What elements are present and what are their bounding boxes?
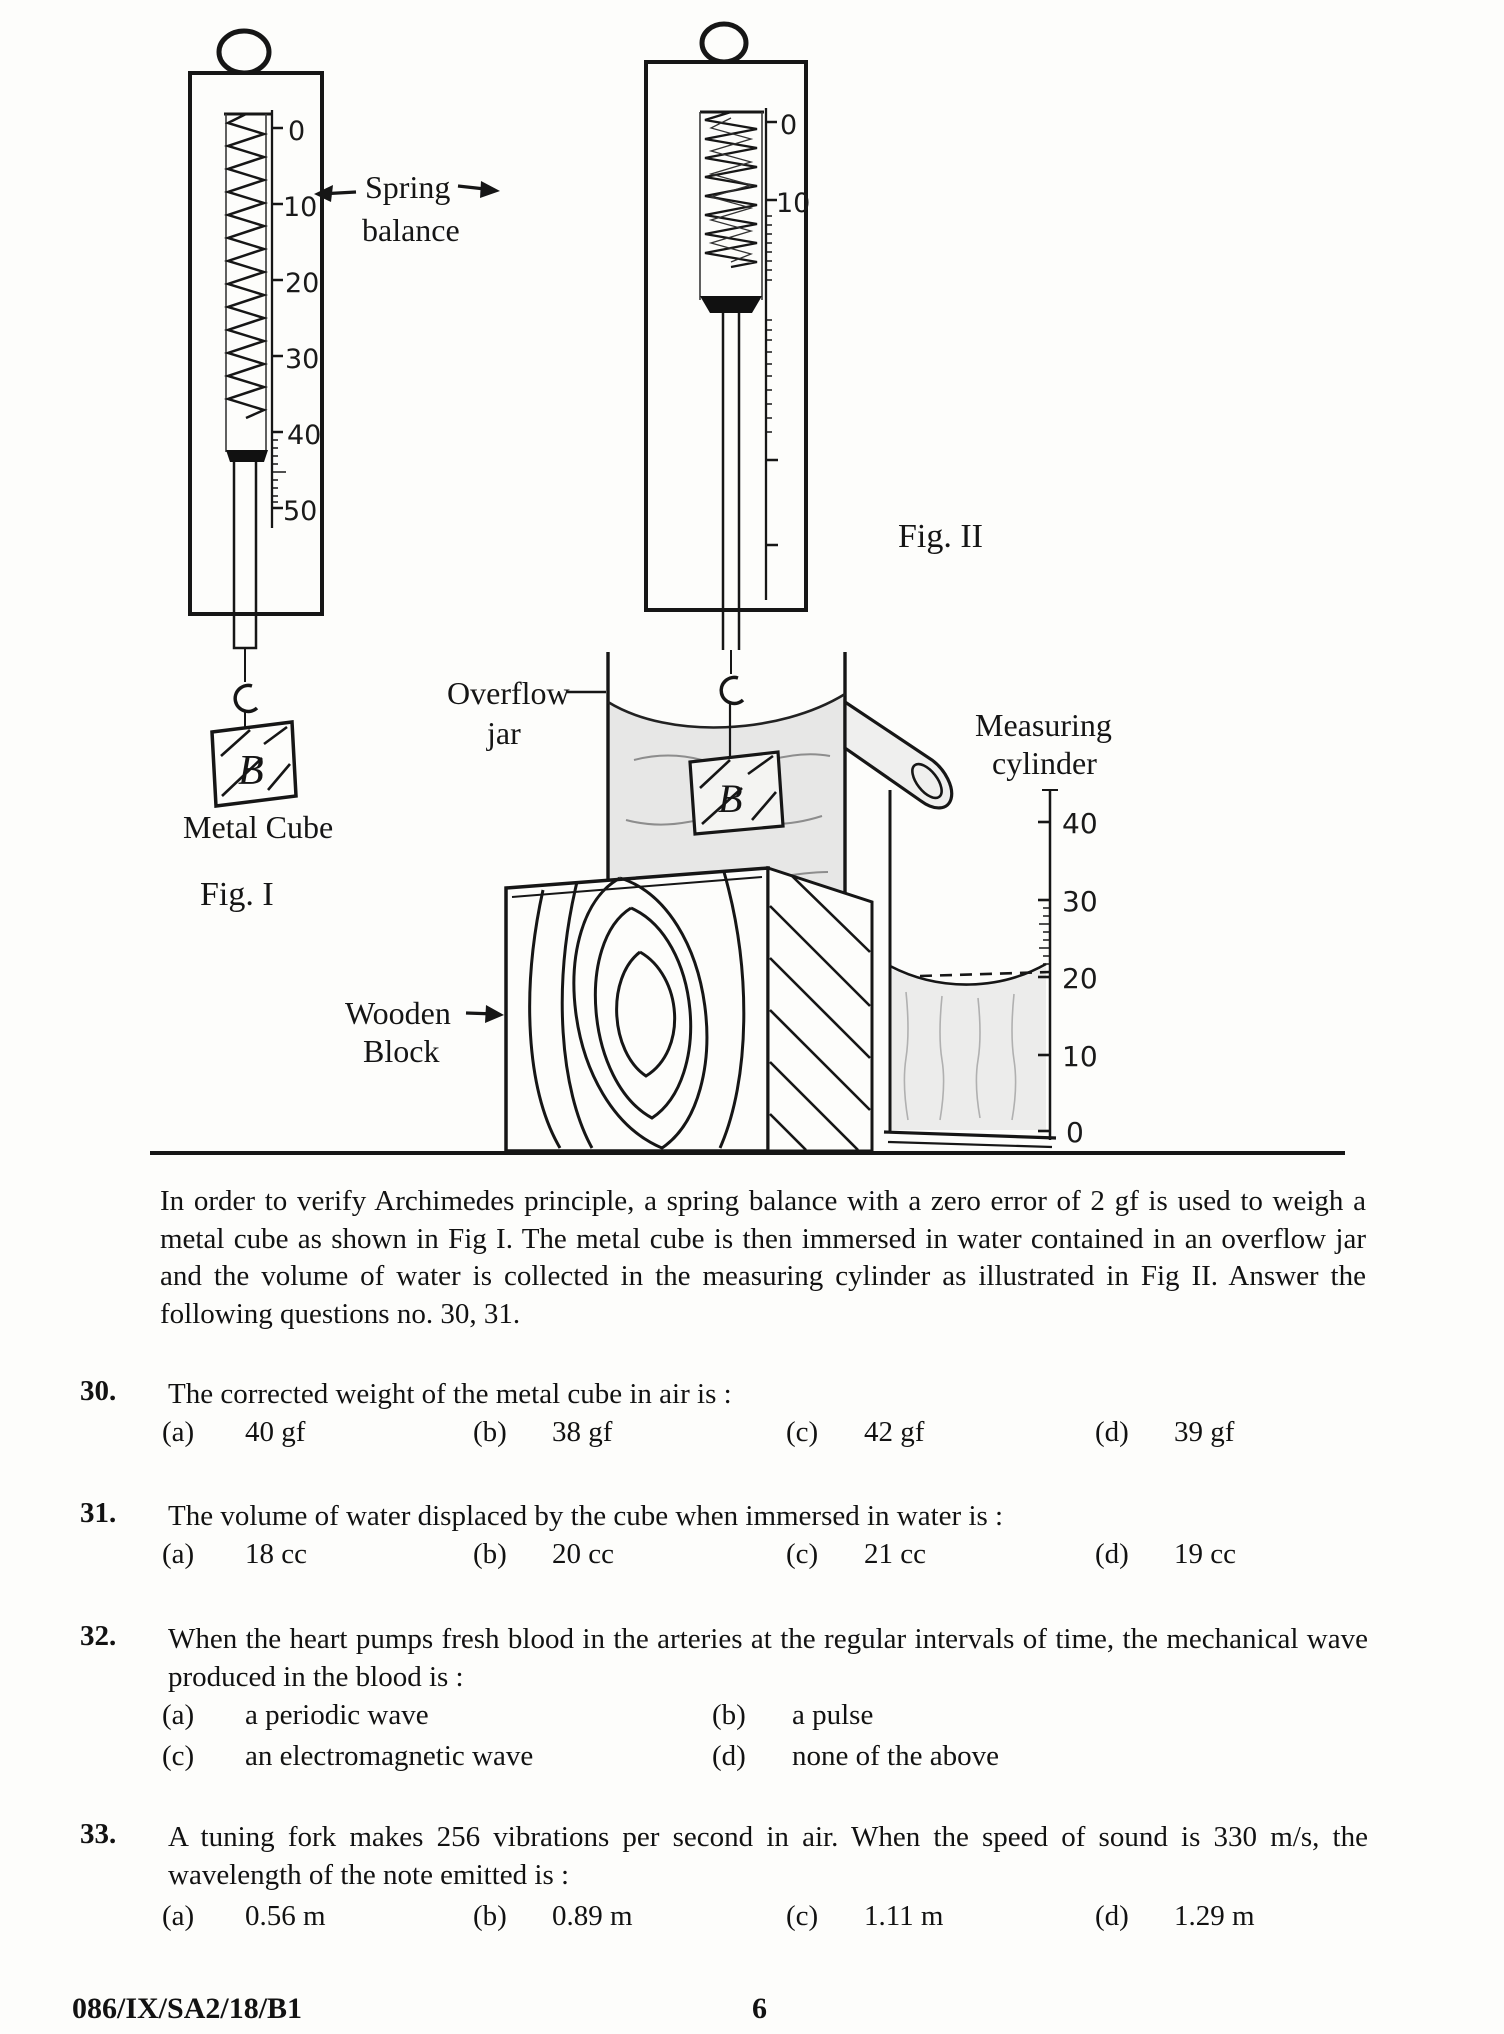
options-row: (a) 40 gf (b) 38 gf (c) 42 gf (d) 39 gf	[0, 1416, 1504, 1456]
option-c-label: (c)	[786, 1900, 819, 1932]
option-a-label: (a)	[162, 1538, 195, 1570]
question-text: The volume of water displaced by the cub…	[168, 1500, 1004, 1532]
balance2-scale-0: 0	[780, 110, 797, 141]
cylinder-scale-40: 40	[1062, 807, 1098, 840]
cylinder-water	[890, 966, 1046, 1130]
metal-cube-fig1: B	[210, 720, 298, 808]
option-b-label: (b)	[473, 1416, 507, 1448]
options-row: (a) a periodic wave (b) a pulse	[0, 1699, 1504, 1739]
hanger-ring-icon	[699, 21, 749, 65]
intro-paragraph: In order to verify Archimedes principle,…	[160, 1185, 1366, 1330]
question-text: The corrected weight of the metal cube i…	[168, 1378, 732, 1410]
question-number: 30.	[80, 1375, 117, 1407]
option-b-label: (b)	[712, 1699, 746, 1731]
option-c-label: (c)	[786, 1538, 819, 1570]
question-text: A tuning fork makes 256 vibrations per s…	[168, 1821, 1368, 1891]
question-number: 33.	[80, 1818, 117, 1850]
option-c-value: 21 cc	[864, 1538, 926, 1570]
spring-balance-label-line1: Spring	[365, 169, 450, 205]
balance1-scale-10: 10	[283, 192, 317, 223]
measuring-label-line1: Measuring	[975, 707, 1112, 743]
water-level-dashed-line	[919, 970, 1051, 978]
arrow-right-icon	[485, 1005, 504, 1023]
option-d-label: (d)	[1095, 1538, 1129, 1570]
option-a-value: 0.56 m	[245, 1900, 326, 1932]
overflow-label-line2: jar	[486, 715, 521, 751]
cylinder-scale-20: 20	[1062, 962, 1098, 995]
metal-cube-label: Metal Cube	[183, 809, 333, 845]
balance2-scale-10: 10	[776, 188, 810, 219]
option-a-label: (a)	[162, 1900, 195, 1932]
option-a-value: 40 gf	[245, 1416, 306, 1448]
option-d-value: 39 gf	[1174, 1416, 1235, 1448]
cube-letter-b: B	[238, 748, 264, 794]
balance1-scale-30: 30	[285, 344, 319, 375]
option-d-value: 1.29 m	[1174, 1900, 1255, 1932]
spring-balance-2: 0 10 Fig. II	[644, 21, 983, 674]
option-b-label: (b)	[473, 1900, 507, 1932]
option-d-value: none of the above	[792, 1740, 999, 1772]
option-b-value: 20 cc	[552, 1538, 614, 1570]
paper-code: 086/IX/SA2/18/B1	[72, 1992, 303, 2025]
right-arrow-icon	[480, 181, 500, 198]
metal-cube-fig2: B	[688, 750, 785, 836]
left-arrow-icon	[314, 185, 333, 202]
balance1-scale-0: 0	[288, 116, 305, 147]
balance1-scale-50: 50	[283, 496, 317, 527]
option-d-label: (d)	[1095, 1416, 1129, 1448]
option-a-value: 18 cc	[245, 1538, 307, 1570]
question-text: When the heart pumps fresh blood in the …	[168, 1623, 1368, 1693]
option-d-value: 19 cc	[1174, 1538, 1236, 1570]
hanger-ring-icon	[216, 28, 272, 76]
option-b-value: 0.89 m	[552, 1900, 633, 1932]
wooden-block: Wooden Block	[345, 865, 874, 1153]
wooden-label-line2: Block	[363, 1033, 439, 1069]
spring-balance-1: 0 10 20 30 40 50 B Metal Cube Fig. I	[183, 28, 333, 913]
question-number: 31.	[80, 1497, 117, 1529]
option-b-value: a pulse	[792, 1699, 874, 1731]
spring-coil-icon	[223, 112, 269, 420]
option-c-label: (c)	[786, 1416, 819, 1448]
wooden-label-line1: Wooden	[345, 995, 451, 1031]
cube-letter-b: B	[718, 776, 742, 821]
option-c-value: an electromagnetic wave	[245, 1740, 534, 1772]
option-d-label: (d)	[712, 1740, 746, 1772]
option-c-value: 42 gf	[864, 1416, 925, 1448]
pointer-band	[700, 296, 762, 313]
overflow-label-line1: Overflow	[447, 675, 570, 711]
cylinder-scale-0: 0	[1066, 1116, 1084, 1149]
option-b-label: (b)	[473, 1538, 507, 1570]
options-row: (c) an electromagnetic wave (d) none of …	[0, 1740, 1504, 1780]
spring-balance-callout: Spring balance	[314, 169, 500, 248]
measuring-label-line2: cylinder	[992, 745, 1097, 781]
options-row: (a) 18 cc (b) 20 cc (c) 21 cc (d) 19 cc	[0, 1538, 1504, 1578]
option-a-label: (a)	[162, 1416, 195, 1448]
balance1-scale-20: 20	[285, 268, 319, 299]
spout	[843, 699, 954, 810]
cylinder-scale-30: 30	[1062, 885, 1098, 918]
balance1-scale-40: 40	[287, 420, 321, 451]
hook-icon	[719, 675, 745, 706]
options-row: (a) 0.56 m (b) 0.89 m (c) 1.11 m (d) 1.2…	[0, 1900, 1504, 1940]
pointer-band	[226, 450, 268, 462]
measuring-cylinder: 40 30 20 10 0 Measuring cylinder	[883, 707, 1112, 1149]
figure-diagram: 0 10 20 30 40 50 B Metal Cube Fig. I	[150, 21, 1345, 1155]
option-c-label: (c)	[162, 1740, 195, 1772]
option-d-label: (d)	[1095, 1900, 1129, 1932]
water-surface	[607, 692, 846, 729]
fig1-caption: Fig. I	[200, 876, 274, 913]
option-a-label: (a)	[162, 1699, 195, 1731]
spring-balance-label-line2: balance	[362, 212, 460, 248]
option-b-value: 38 gf	[552, 1416, 613, 1448]
page-number: 6	[752, 1992, 767, 2025]
hook-icon	[233, 683, 259, 714]
option-a-value: a periodic wave	[245, 1699, 429, 1731]
option-c-value: 1.11 m	[864, 1900, 944, 1932]
fig2-caption: Fig. II	[898, 518, 983, 555]
cylinder-scale-10: 10	[1062, 1040, 1098, 1073]
question-number: 32.	[80, 1620, 117, 1652]
